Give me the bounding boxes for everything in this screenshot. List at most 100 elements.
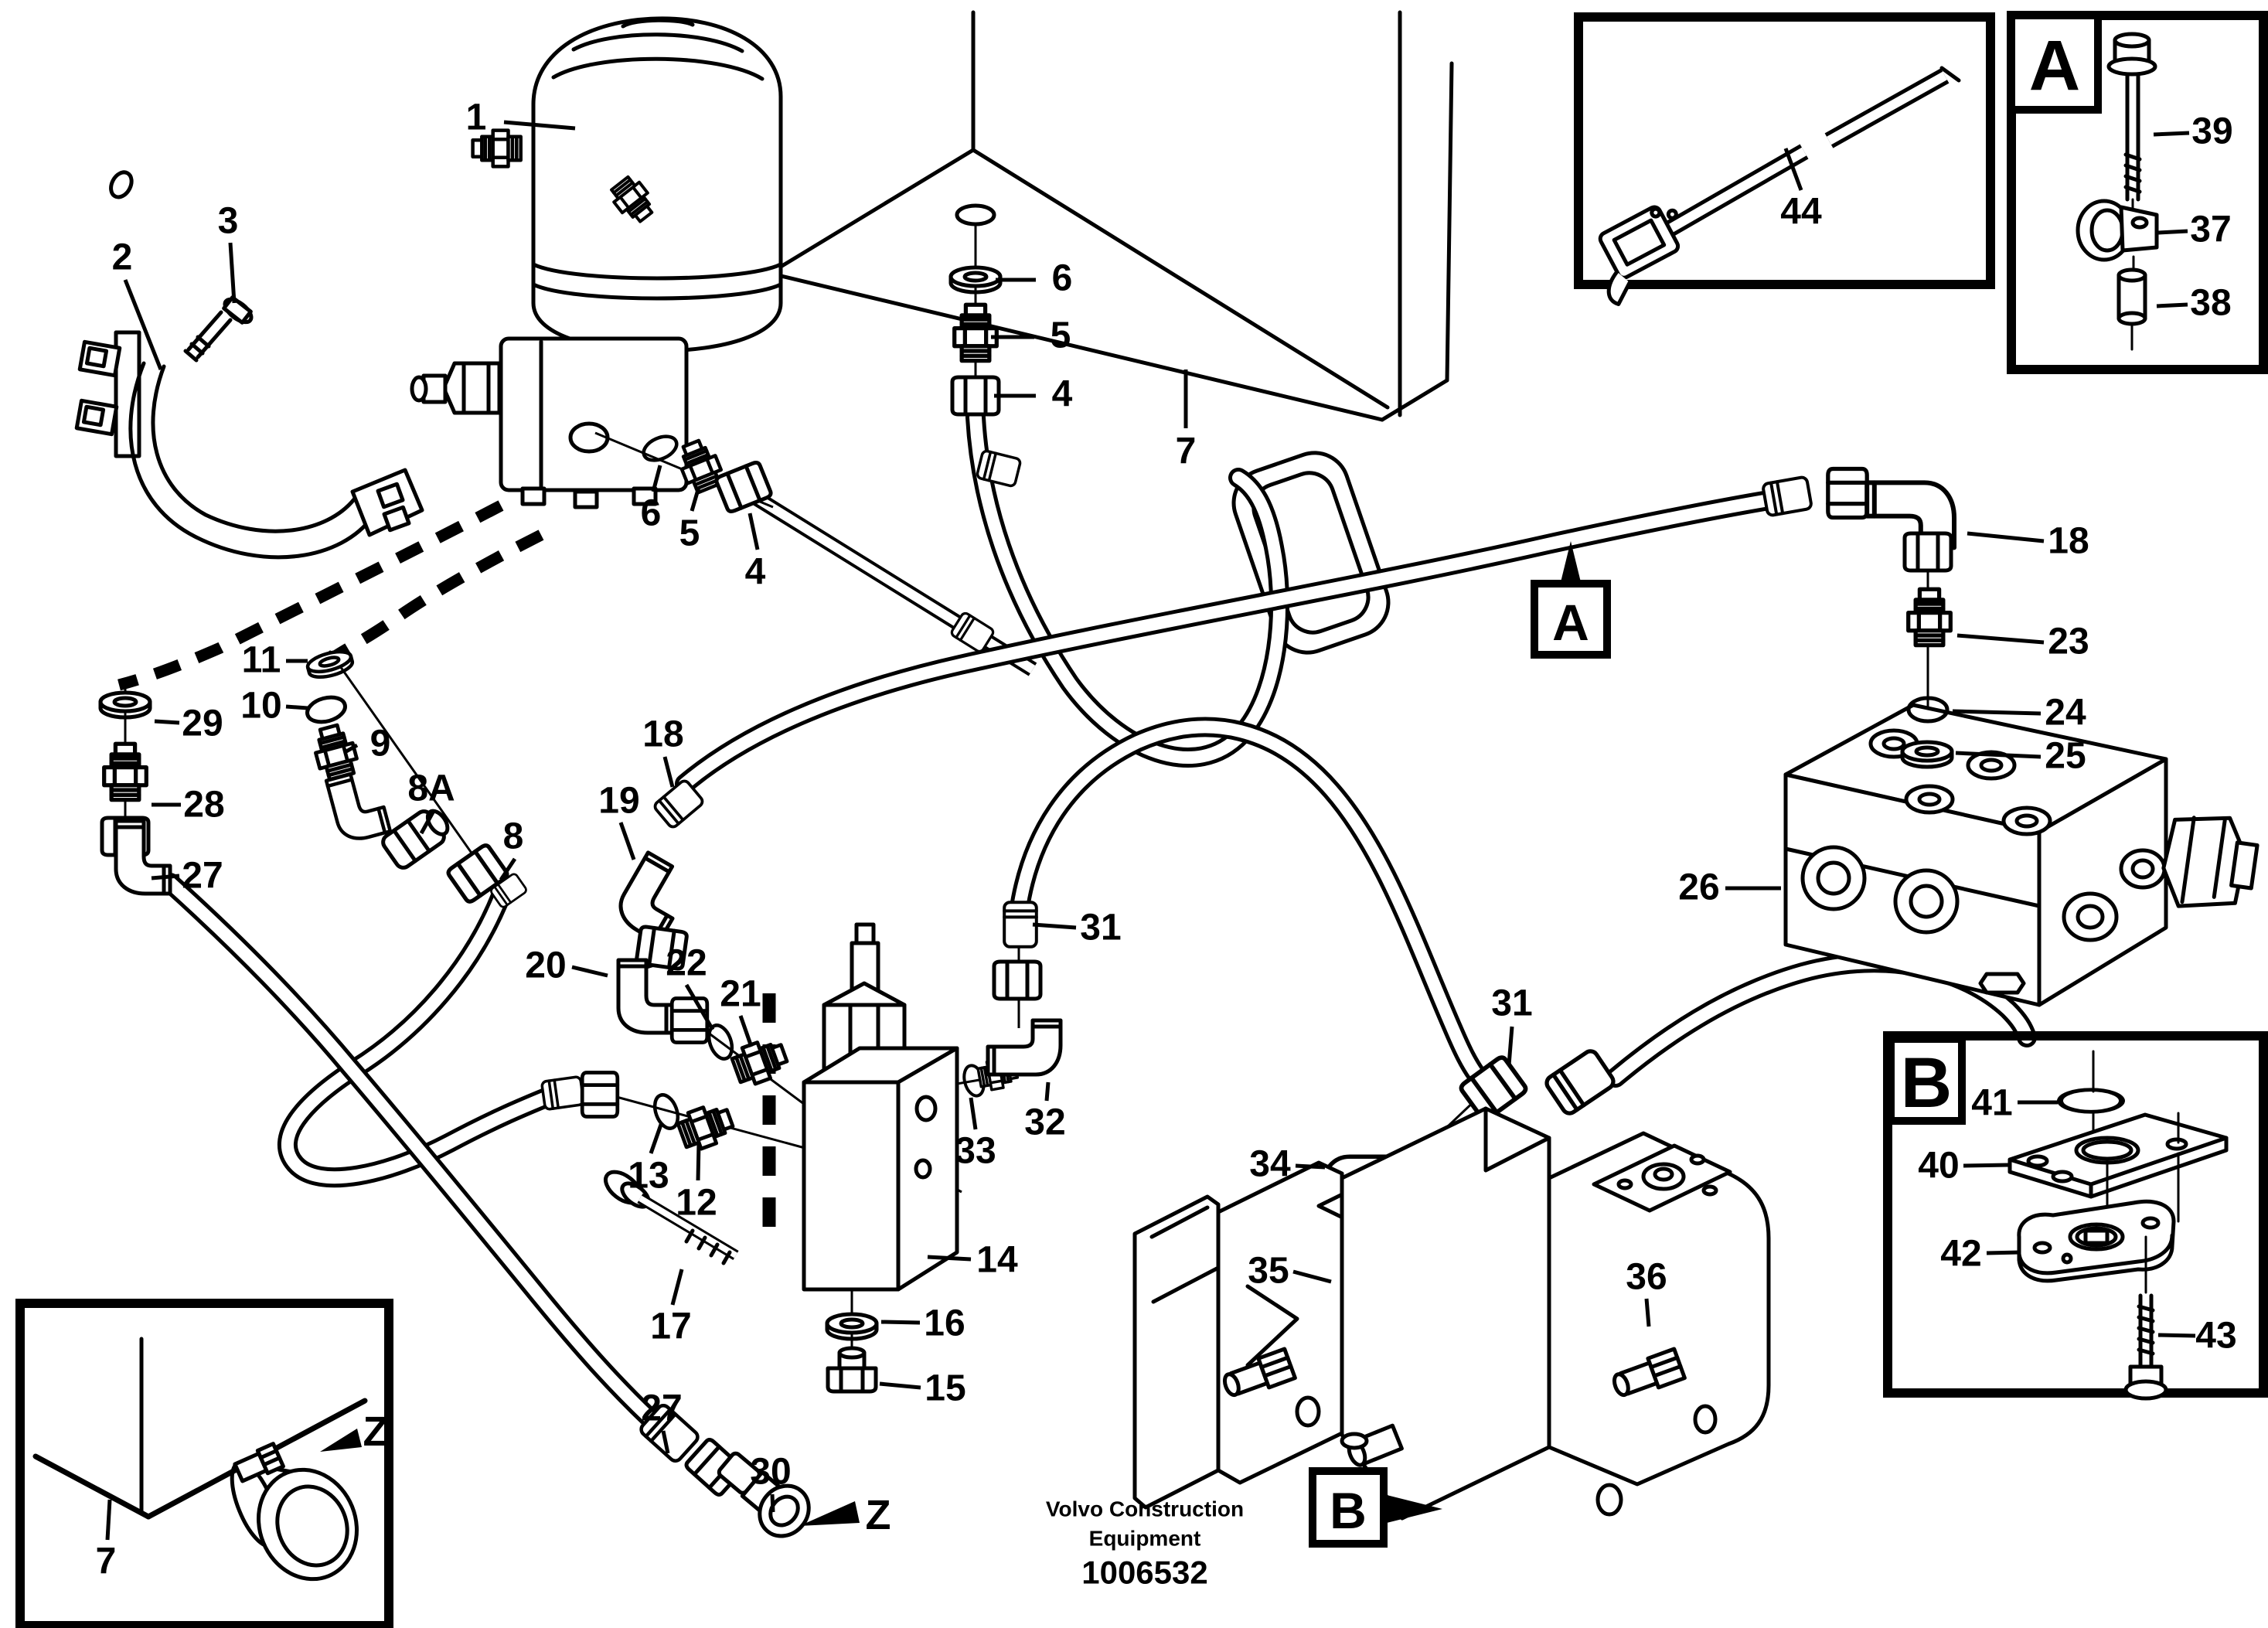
callout-33: 33 [955, 1097, 996, 1172]
callout-22: 22 [666, 943, 715, 1031]
badge-a: A [1531, 541, 1611, 659]
callout-number-12: 12 [676, 1183, 717, 1224]
callout-number-7z: 7 [96, 1541, 117, 1582]
callout-leader-40 [1963, 1163, 2009, 1168]
callout-23: 23 [1956, 622, 2089, 662]
callout-number-11: 11 [242, 640, 281, 681]
badge-a-frame [1531, 580, 1611, 659]
callout-number-9: 9 [370, 724, 391, 765]
callout-number-4a: 4 [1052, 374, 1073, 415]
fitting-chain-32-33 [961, 902, 1061, 1098]
callout-leader-3 [228, 242, 237, 304]
callout-number-22: 22 [666, 943, 707, 984]
clamp-37 [2076, 199, 2159, 272]
callout-number-1: 1 [466, 97, 487, 138]
inset-b-letter: B [1887, 1035, 1966, 1125]
callout-18b: 18 [1967, 521, 2089, 562]
callout-number-27a: 27 [182, 856, 223, 897]
callout-leader-36 [1644, 1298, 1651, 1327]
z-main-text: Z [866, 1492, 891, 1538]
callout-number-3: 3 [218, 201, 239, 242]
callout-leader-37 [2157, 229, 2188, 235]
callout-4b: 4 [745, 513, 766, 593]
callout-leader-42 [1986, 1250, 2021, 1255]
callout-14: 14 [927, 1240, 1018, 1281]
callout-leader-16 [880, 1320, 921, 1325]
z-main-arrow [799, 1501, 860, 1526]
callout-leader-8A [419, 809, 436, 835]
callout-18a: 18 [642, 714, 684, 788]
callout-32: 32 [1024, 1081, 1066, 1143]
bolt-17 [604, 1170, 739, 1265]
callout-leader-23 [1956, 633, 2045, 645]
callout-number-29: 29 [182, 703, 223, 744]
callout-leader-38 [2156, 302, 2188, 308]
z-inset-arrow [320, 1429, 362, 1452]
reservoir-valve-body [410, 336, 689, 509]
callout-number-31a: 31 [1080, 908, 1121, 949]
badge-a-arrow [1560, 541, 1582, 585]
callout-number-27b: 27 [641, 1388, 682, 1429]
fitting-chain-11-8 [305, 648, 529, 910]
callout-number-18a: 18 [642, 714, 683, 755]
callout-number-21: 21 [720, 974, 761, 1015]
callout-number-4b: 4 [745, 552, 766, 593]
callout-42: 42 [1940, 1234, 2021, 1275]
callout-number-17: 17 [650, 1306, 691, 1347]
callout-leader-34 [1295, 1163, 1326, 1170]
callout-31a: 31 [1032, 908, 1122, 949]
credit-line-1: Volvo Construction [1046, 1497, 1244, 1521]
callout-number-6b: 6 [641, 493, 662, 534]
bolt-43 [2123, 1293, 2168, 1401]
callout-8A: 8A [407, 768, 455, 835]
callout-number-31b: 31 [1491, 983, 1532, 1024]
callout-7z: 7 [96, 1499, 117, 1582]
callout-leader-35 [1292, 1269, 1332, 1284]
callout-number-30: 30 [750, 1452, 791, 1493]
inset-tank-port [15, 1299, 393, 1628]
credit-line-2: Equipment [1089, 1527, 1201, 1551]
callout-number-41: 41 [1971, 1083, 2012, 1124]
inset-a-letter-text: A [2029, 26, 2080, 105]
callout-leader-14 [927, 1255, 972, 1262]
inset-a-letter-frame [2007, 12, 2102, 114]
callout-number-36: 36 [1626, 1257, 1667, 1298]
callout-29: 29 [154, 703, 223, 744]
callout-number-43: 43 [2195, 1316, 2236, 1357]
callout-16: 16 [880, 1303, 965, 1344]
callout-number-37: 37 [2190, 209, 2231, 250]
callout-11: 11 [242, 640, 308, 681]
badge-b-frame [1309, 1467, 1388, 1548]
callout-leader-5b [690, 486, 701, 512]
callout-24: 24 [1952, 693, 2086, 734]
spacer-38 [2116, 267, 2147, 351]
fitting-chain-23-25 [1762, 469, 1954, 768]
fitting-chain-12-13 [540, 1073, 737, 1153]
callout-number-35: 35 [1248, 1251, 1289, 1292]
callout-leader-15 [879, 1381, 921, 1390]
callout-number-24: 24 [2045, 693, 2086, 734]
callout-number-5a: 5 [1051, 315, 1071, 356]
callout-31b: 31 [1491, 983, 1533, 1066]
callout-number-13: 13 [628, 1156, 669, 1197]
callout-leader-1 [503, 120, 576, 131]
strap-44 [1598, 66, 1961, 306]
callout-leader-20 [571, 965, 608, 978]
callout-leader-29 [154, 719, 180, 725]
callout-number-40: 40 [1918, 1146, 1959, 1187]
reservoir [473, 16, 783, 353]
callout-leader-22 [684, 983, 715, 1031]
callout-number-38: 38 [2190, 283, 2231, 324]
callout-2: 2 [112, 237, 163, 370]
callout-number-16: 16 [924, 1303, 965, 1344]
callout-leader-4b [747, 513, 760, 550]
callout-number-32: 32 [1024, 1102, 1065, 1143]
fitting-stack-top [951, 203, 1023, 489]
callout-21: 21 [720, 974, 761, 1047]
flange-42 [2017, 1199, 2176, 1294]
badge-b: B [1309, 1467, 1442, 1548]
callout-13: 13 [628, 1122, 669, 1197]
callout-number-23: 23 [2048, 622, 2089, 662]
